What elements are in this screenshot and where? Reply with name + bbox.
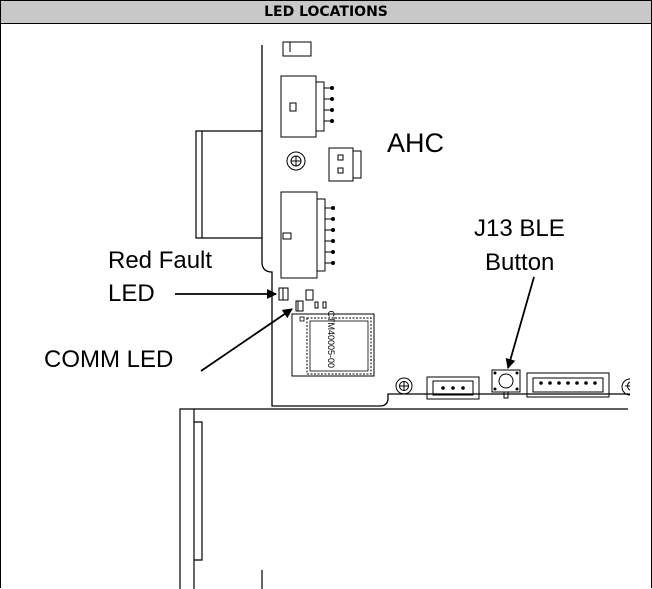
lower-bracket bbox=[179, 408, 628, 589]
j13-label-line1: J13 BLE bbox=[474, 215, 565, 242]
comm-led-arrow bbox=[200, 308, 293, 372]
mounting-screw-lower bbox=[395, 377, 413, 395]
red-fault-led bbox=[278, 287, 289, 301]
j13-label-line2: Button bbox=[485, 249, 554, 276]
comm-led bbox=[295, 300, 304, 312]
connector-upper bbox=[280, 75, 334, 138]
j13-ble-button bbox=[491, 369, 521, 399]
board-label: AHC bbox=[387, 128, 444, 158]
j13-button-arrow bbox=[505, 276, 535, 369]
connector-3pin bbox=[426, 376, 480, 400]
page-title: LED LOCATIONS bbox=[1, 1, 651, 24]
red-fault-label-line2: LED bbox=[108, 280, 155, 307]
chip-marking: CTM40005-00 bbox=[326, 310, 336, 368]
red-fault-label-line1: Red Fault bbox=[108, 247, 212, 274]
top-connector bbox=[282, 41, 312, 57]
connector-2pin bbox=[328, 147, 362, 182]
ble-module: CTM40005-00 bbox=[291, 310, 375, 377]
small-components bbox=[305, 289, 327, 309]
mounting-screw-upper bbox=[286, 151, 306, 171]
upper-bracket bbox=[195, 130, 262, 239]
comm-led-label: COMM LED bbox=[44, 346, 173, 373]
connector-7pin bbox=[526, 372, 610, 398]
circuit-board bbox=[261, 45, 630, 407]
mounting-screw-right bbox=[621, 378, 631, 396]
connector-lower bbox=[280, 191, 335, 279]
